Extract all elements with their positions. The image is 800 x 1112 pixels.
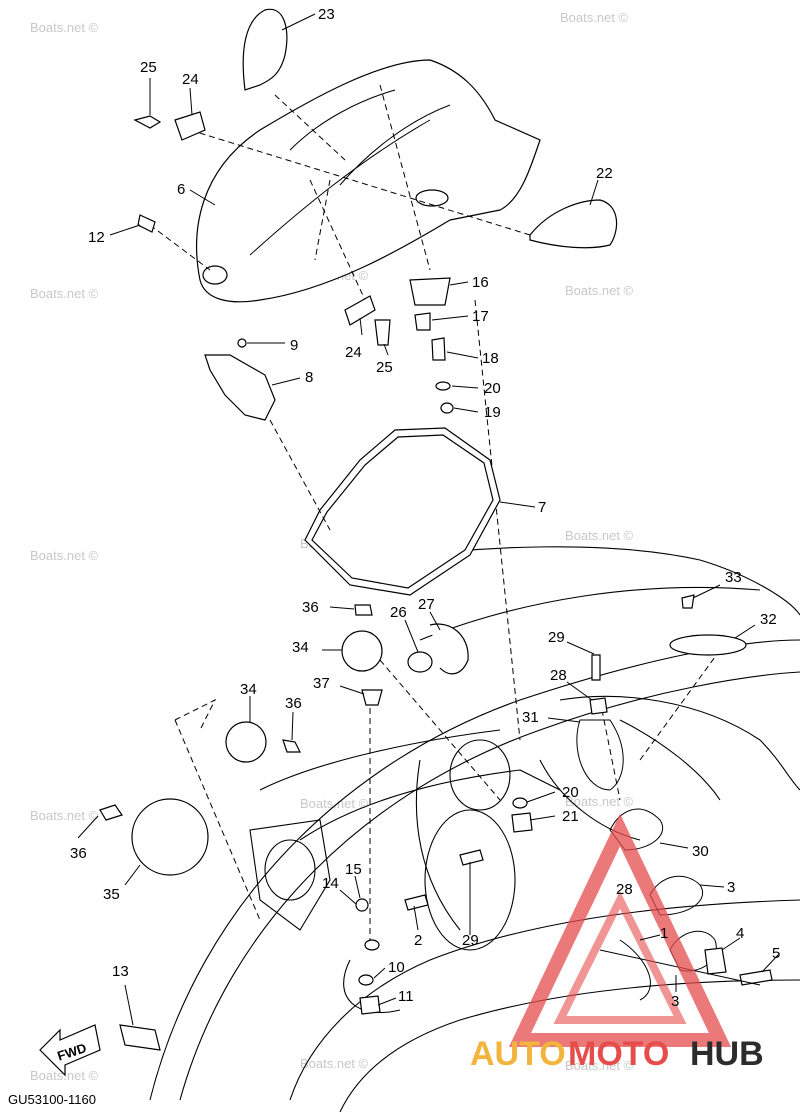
callout-11: 11 (398, 988, 414, 1005)
brand-hub: HUB (690, 1035, 764, 1073)
callout-29a: 29 (548, 629, 565, 646)
callout-16: 16 (472, 274, 489, 291)
callout-35: 35 (103, 886, 120, 903)
callout-9: 9 (290, 337, 298, 354)
watermark: Boats.net © (30, 808, 99, 823)
callout-36c: 36 (70, 845, 87, 862)
watermark: Boats.net © (30, 1068, 99, 1083)
watermark: Boats.net © (560, 10, 629, 25)
access-cover (131, 798, 209, 876)
callout-23: 23 (318, 6, 335, 23)
callout-6: 6 (177, 181, 185, 198)
callout-22: 22 (596, 165, 613, 182)
callout-20a: 20 (484, 380, 501, 397)
rear-grip (529, 199, 618, 249)
hull-deck (149, 299, 800, 1112)
callout-36a: 36 (302, 599, 319, 616)
callout-25: 25 (140, 59, 157, 76)
watermark: Boats.net © (565, 1058, 634, 1073)
brand-auto: AUTO (470, 1035, 566, 1073)
callout-4: 4 (736, 925, 744, 942)
callout-21: 21 (562, 808, 579, 825)
callout-37: 37 (313, 675, 330, 692)
callout-34b: 34 (240, 681, 257, 698)
callout-15: 15 (345, 861, 362, 878)
callout-13: 13 (112, 963, 129, 980)
forward-arrow-icon: FWD (39, 1024, 101, 1077)
callout-24: 24 (182, 71, 199, 88)
callout-32: 32 (760, 611, 777, 628)
callout-19: 19 (484, 404, 501, 421)
watermark: Boats.net © (30, 20, 99, 35)
fasteners (99, 594, 747, 1051)
callout-36b: 36 (285, 695, 302, 712)
callout-5: 5 (772, 945, 780, 962)
callout-30: 30 (692, 843, 709, 860)
callout-33: 33 (725, 569, 742, 586)
watermark: Boats.net © (30, 286, 99, 301)
callout-3b: 3 (671, 993, 679, 1010)
watermark: Boats.net © (565, 794, 634, 809)
callout-28a: 28 (550, 667, 567, 684)
watermark: Boats.net © (565, 528, 634, 543)
seat-cover (149, 59, 541, 303)
watermark: Boats.net © (300, 796, 369, 811)
callout-2: 2 (414, 932, 422, 949)
callout-31: 31 (522, 709, 539, 726)
watermark: Boats.net © (30, 548, 99, 563)
callout-10: 10 (388, 959, 405, 976)
small-parts-upper (133, 111, 454, 414)
callout-29b: 29 (462, 932, 479, 949)
callout-8: 8 (305, 369, 313, 386)
callout-28b: 28 (616, 881, 633, 898)
callouts: 23 25 24 22 6 12 16 17 9 24 18 25 8 20 1… (70, 6, 780, 1010)
callout-1: 1 (660, 925, 668, 942)
callout-14: 14 (322, 875, 339, 892)
hinge (204, 354, 276, 421)
callout-17: 17 (472, 308, 489, 325)
watermark: Boats.net © (565, 283, 634, 298)
diagram-code: GU53100-1160 (8, 1092, 96, 1107)
callout-34a: 34 (292, 639, 309, 656)
callout-12: 12 (88, 229, 105, 246)
cover-plate (225, 721, 267, 763)
callout-25b: 25 (376, 359, 393, 376)
callout-7: 7 (538, 499, 546, 516)
callout-27: 27 (418, 596, 435, 613)
cover-plate (341, 630, 383, 672)
grip-pad (242, 8, 288, 91)
leader-lines (77, 13, 779, 1026)
hinge-screw (237, 338, 247, 348)
callout-26: 26 (390, 604, 407, 621)
callout-18: 18 (482, 350, 499, 367)
brand-watermark: AUTO MOTO HUB (470, 813, 764, 1073)
callout-20b: 20 (562, 784, 579, 801)
watermark: Boats.net © (300, 1056, 369, 1071)
brand-moto: MOTO (568, 1035, 669, 1073)
gasket (269, 419, 501, 596)
callout-3a: 3 (727, 879, 735, 896)
callout-24b: 24 (345, 344, 362, 361)
